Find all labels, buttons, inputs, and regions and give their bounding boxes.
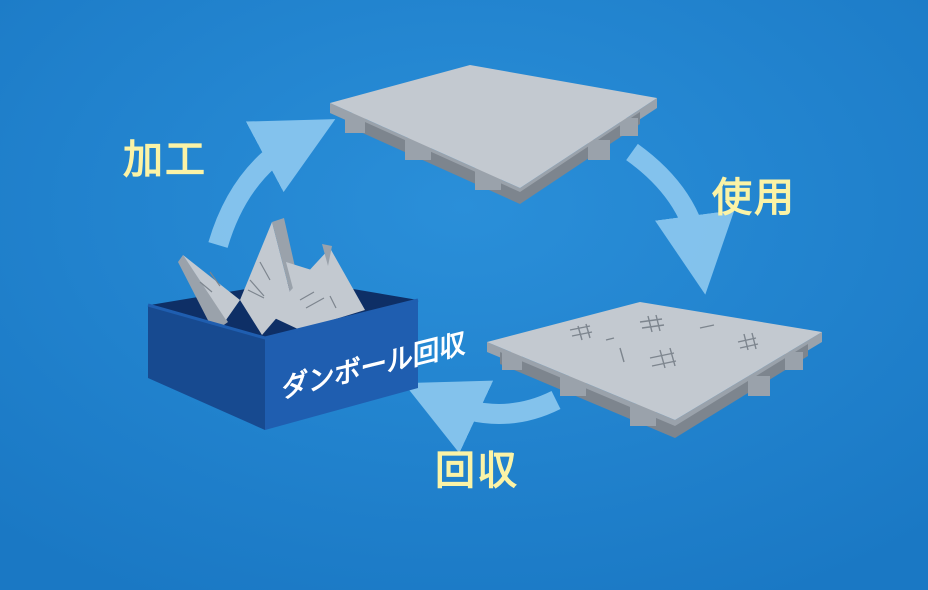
arrow-shiyou-icon bbox=[626, 143, 735, 295]
step-label-kaishu: 回収 bbox=[435, 448, 519, 494]
recycle-box-icon bbox=[147, 218, 419, 430]
step-label-shiyou: 使用 bbox=[712, 175, 796, 221]
arrow-kaishu-icon bbox=[403, 380, 561, 454]
pallet-used-icon bbox=[487, 302, 822, 438]
arrow-kakou-icon bbox=[208, 119, 336, 248]
pallet-new-icon bbox=[330, 65, 657, 204]
step-label-kakou: 加工 bbox=[123, 137, 207, 183]
